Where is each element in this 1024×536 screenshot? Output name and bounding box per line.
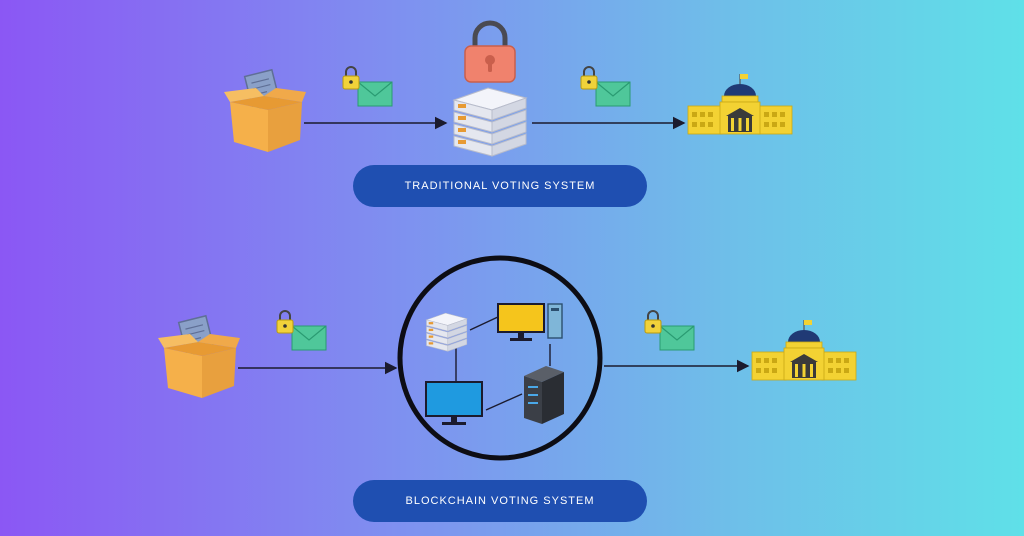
padlock-envelope-icon [644,310,695,351]
government-building-icon [687,74,793,135]
ballot-box-icon [224,68,306,152]
padlock-envelope-icon [580,66,631,107]
padlock-icon [464,20,516,83]
blockchain-voting-system-label: BLOCKCHAIN VOTING SYSTEM [353,480,647,522]
traditional-voting-system-label: TRADITIONAL VOTING SYSTEM [353,165,647,207]
blockchain-network-icon [397,255,603,461]
ballot-box-icon [158,314,240,398]
server-stack-icon [452,87,528,157]
government-building-icon [751,320,857,381]
padlock-envelope-icon [276,310,327,351]
padlock-envelope-icon [342,66,393,107]
